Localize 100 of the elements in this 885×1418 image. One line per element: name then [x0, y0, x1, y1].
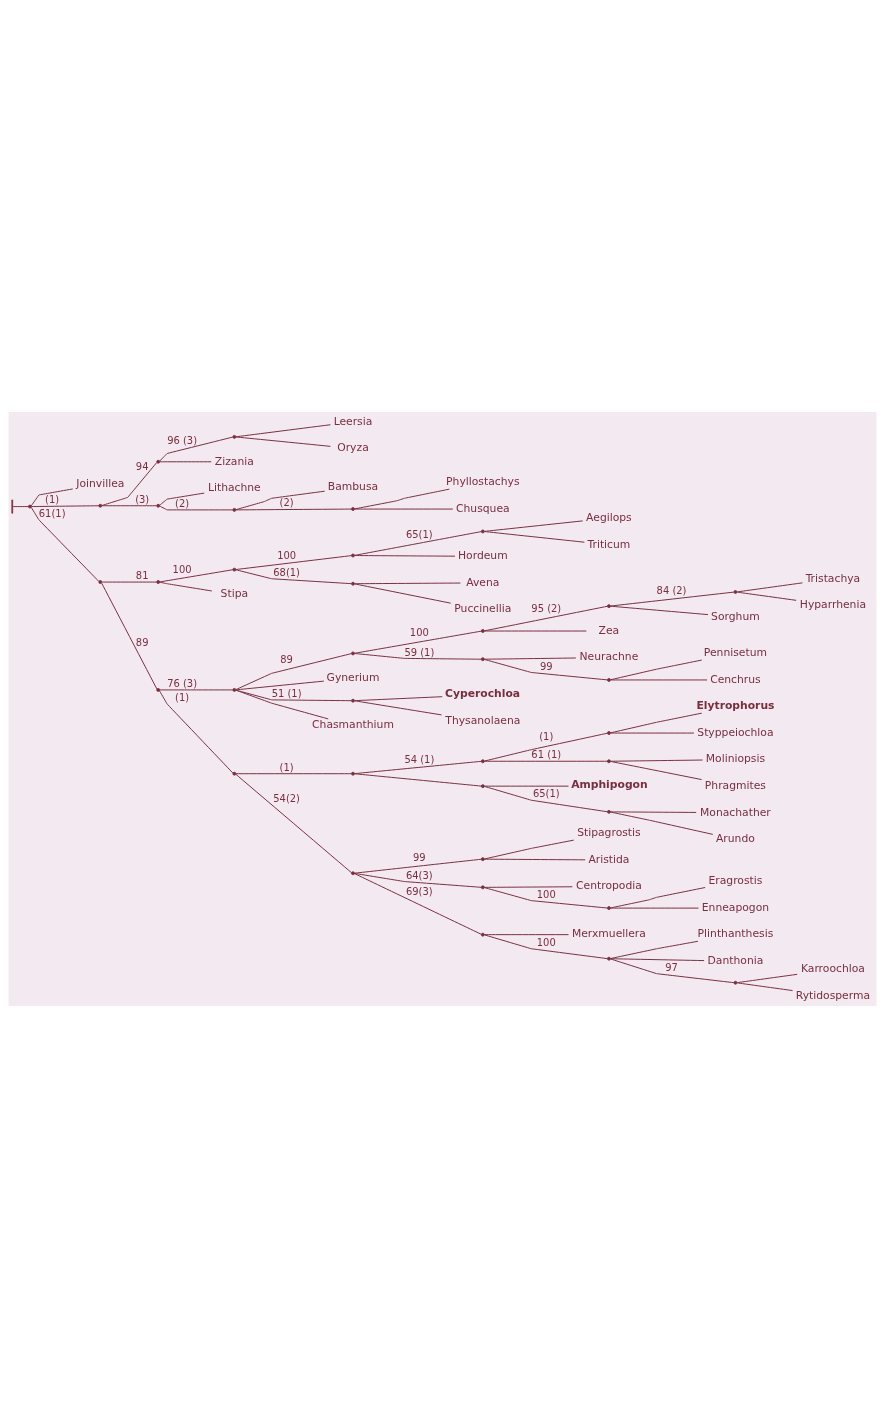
node-point — [607, 731, 611, 735]
node-text: Sorghum — [711, 609, 760, 623]
node-point — [480, 529, 485, 534]
node-text: Thysanolaena — [445, 714, 521, 728]
node-point — [480, 784, 485, 789]
node-point — [351, 771, 355, 776]
node-text: Elytrophorus — [696, 698, 775, 712]
connector — [235, 680, 325, 691]
edge-label: 100 — [536, 888, 556, 900]
node-text: Chasmanthium — [312, 718, 394, 732]
edge-label: 100 — [172, 563, 192, 575]
edge-label: 81 — [135, 570, 149, 582]
node-text: Arundo — [716, 832, 755, 846]
node-point — [98, 503, 103, 508]
node-text: Gynerium — [326, 671, 380, 685]
edge-label: 68(1) — [273, 566, 300, 578]
connector — [610, 907, 699, 909]
edge-label: 54(2) — [273, 793, 300, 805]
node-text: Merxmuellera — [571, 927, 646, 941]
node-point — [232, 508, 237, 512]
node-point — [607, 604, 611, 609]
connector — [483, 934, 570, 936]
node-point — [607, 678, 611, 682]
edge-label: 69(3) — [405, 886, 433, 898]
node-point — [232, 567, 237, 572]
edge-label: 95 (2) — [531, 603, 562, 615]
node-text: Triticum — [587, 537, 631, 551]
node-point — [607, 759, 611, 764]
edge-label: 65(1) — [405, 528, 433, 540]
node-point — [351, 581, 355, 586]
connector — [101, 581, 158, 583]
node-point — [232, 434, 237, 439]
connector — [483, 630, 587, 632]
connector — [610, 659, 703, 681]
node-point — [480, 857, 485, 862]
edge-label: 99 — [539, 660, 553, 672]
node-point — [351, 698, 355, 703]
node-point — [156, 459, 161, 464]
connector — [159, 689, 234, 691]
edge-label: 94 — [135, 460, 149, 472]
node-point — [480, 759, 485, 764]
edge-label: (3) — [135, 493, 150, 505]
edge-label: 96 (3) — [167, 435, 198, 447]
connector — [235, 424, 331, 438]
node-text: Cyperochloa — [445, 686, 521, 700]
node-text: Puccinellia — [454, 602, 512, 616]
edge-label: (2) — [279, 497, 294, 509]
connector — [610, 605, 709, 616]
connector — [610, 712, 703, 734]
node-text: Karroochloa — [800, 962, 865, 976]
edge-label: 64(3) — [405, 869, 433, 881]
connector — [235, 773, 352, 874]
connector — [483, 760, 608, 762]
node-point — [28, 504, 32, 509]
connector — [235, 689, 329, 720]
connector — [235, 653, 352, 690]
node-point — [607, 906, 611, 910]
connector — [12, 506, 29, 508]
node-point — [607, 809, 611, 814]
node-point — [480, 885, 485, 890]
node-text: Zizania — [214, 454, 254, 468]
connector — [484, 658, 608, 681]
connector — [159, 690, 234, 774]
edge-label: 100 — [536, 936, 556, 948]
edge-label: (1) — [45, 493, 60, 505]
node-point — [733, 590, 738, 594]
connector — [484, 785, 608, 813]
node-text: Moliniopsis — [705, 752, 766, 766]
node-text: Rytidosperma — [795, 988, 871, 1002]
edge-label: 89 — [280, 654, 293, 666]
node-text: Aegilops — [586, 511, 632, 525]
node-point — [733, 980, 738, 985]
node-text: Monachather — [700, 805, 771, 819]
edge-label: 59 (1) — [404, 646, 435, 658]
connector — [101, 462, 158, 507]
edge-label: 76 (3) — [167, 678, 198, 690]
connector — [736, 982, 794, 992]
connector — [484, 887, 608, 909]
node-point — [232, 688, 237, 692]
connector — [159, 581, 213, 592]
edge-label: (1) — [539, 731, 554, 743]
edge-label: 99 — [413, 852, 426, 864]
connector — [354, 630, 482, 654]
connector — [354, 653, 482, 660]
connector — [159, 492, 205, 506]
node-text: Neurachne — [579, 650, 639, 664]
edge-label: 100 — [409, 627, 429, 639]
connector — [235, 773, 352, 775]
connector — [354, 488, 450, 510]
node-point — [232, 771, 237, 776]
connector — [101, 505, 158, 507]
node-point — [480, 932, 485, 937]
node-text: Joinvillea — [76, 477, 125, 490]
connector — [609, 887, 706, 909]
connector — [736, 973, 798, 984]
connector — [31, 505, 100, 508]
edge-label: 54 (1) — [404, 753, 435, 765]
node-text: Hordeum — [457, 549, 508, 563]
connector — [484, 732, 608, 762]
edge-label: 61 (1) — [531, 749, 562, 761]
